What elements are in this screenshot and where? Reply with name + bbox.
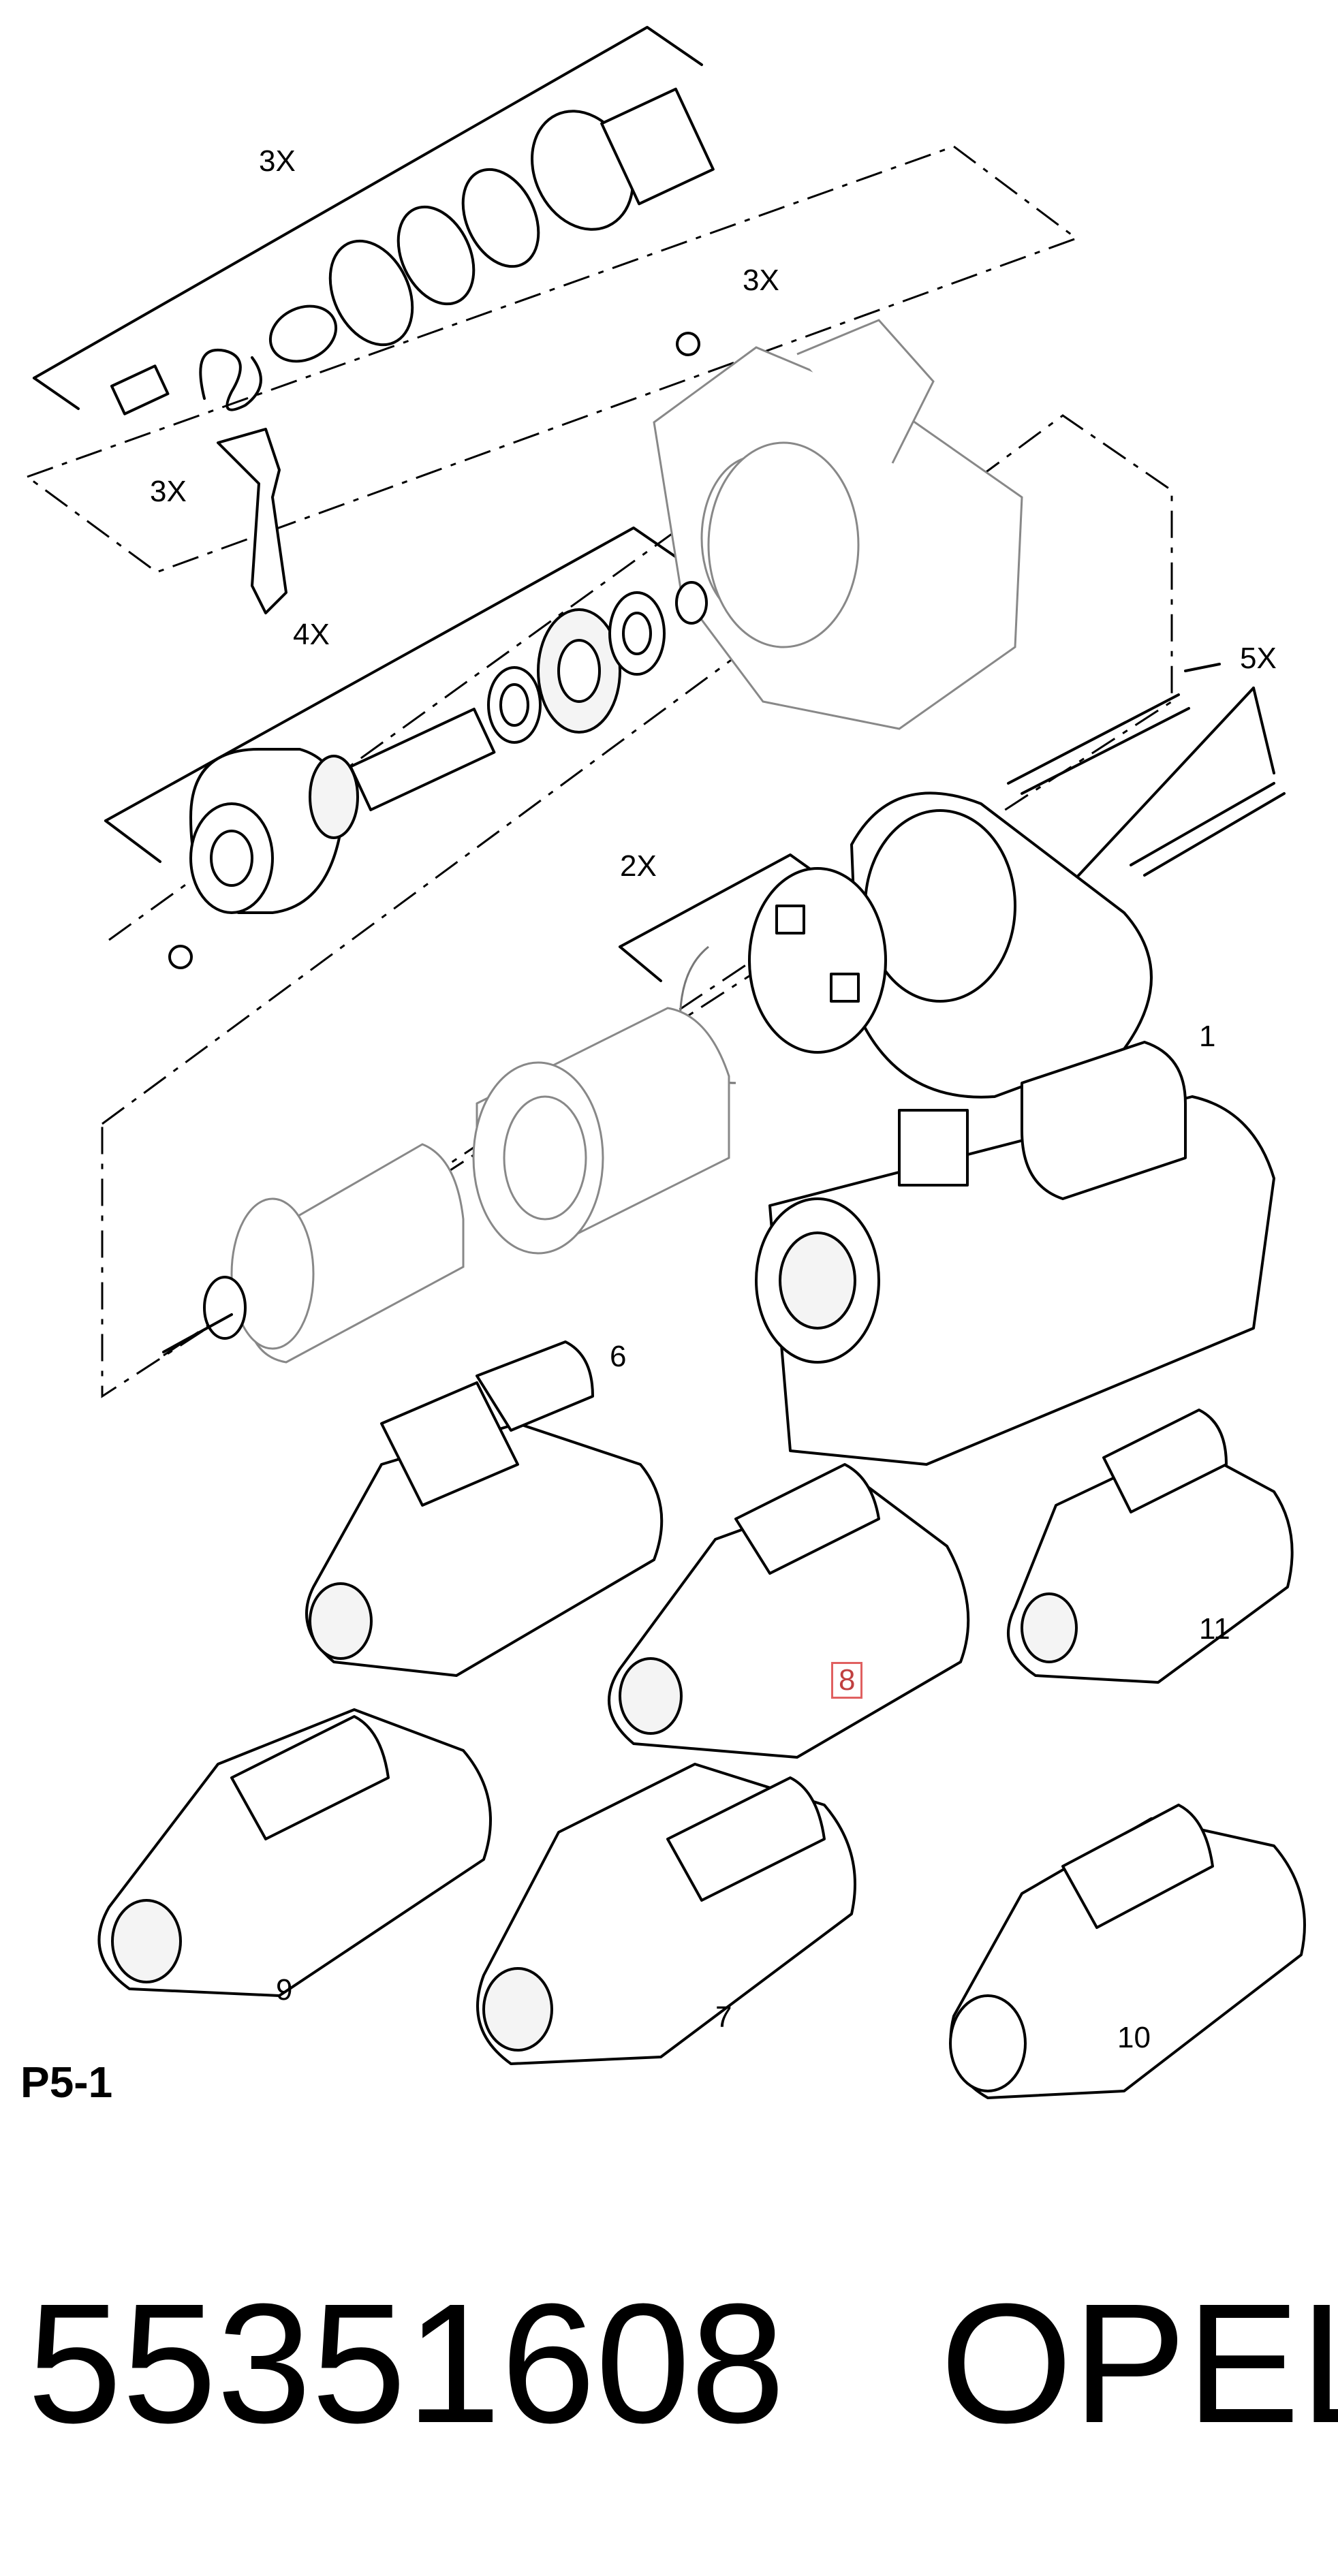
field-frame	[472, 1007, 730, 1255]
callout-item-9: 9	[276, 1973, 293, 2007]
callout-item-10: 10	[1117, 2021, 1151, 2054]
starter-11	[1007, 1409, 1294, 1684]
through-bolts-and-yoke	[850, 693, 1286, 1099]
starter-motor-exploded-diagram	[25, 26, 1306, 2099]
part-footer: 55351608 OPEL	[27, 2261, 1338, 2466]
callout-4x-drive: 4X	[293, 618, 330, 651]
callout-5x-through-bolts: 5X	[1240, 642, 1277, 675]
callout-item-8-highlighted: 8	[831, 1662, 863, 1699]
starter-7	[476, 1763, 856, 2065]
callout-item-7: 7	[715, 2000, 732, 2034]
armature	[162, 1143, 465, 1364]
starter-8	[608, 1463, 970, 1759]
solenoid-parts	[110, 87, 715, 614]
starter-6	[305, 1340, 664, 1677]
callout-3x-lever: 3X	[150, 475, 187, 508]
callout-item-11: 11	[1199, 1612, 1230, 1646]
part-number: 55351608	[27, 2268, 785, 2458]
starter-10	[949, 1804, 1306, 2099]
callout-item-1: 1	[1199, 1020, 1216, 1053]
drive-pinion-parts	[168, 581, 708, 969]
leader-5x	[1061, 663, 1275, 894]
bracket-4x-drive	[104, 527, 689, 863]
drive-end-housing	[653, 319, 1023, 730]
brand-name: OPEL	[940, 2268, 1338, 2458]
starter-1	[755, 1041, 1275, 1466]
page-code: P5-1	[20, 2058, 113, 2107]
starter-9	[97, 1708, 492, 1997]
callout-3x-solenoid: 3X	[259, 144, 296, 178]
callout-item-6: 6	[610, 1340, 627, 1373]
callout-3x-bolt: 3X	[743, 264, 779, 297]
callout-2x-brush: 2X	[620, 849, 657, 883]
bracket-3x-solenoid	[33, 26, 703, 410]
